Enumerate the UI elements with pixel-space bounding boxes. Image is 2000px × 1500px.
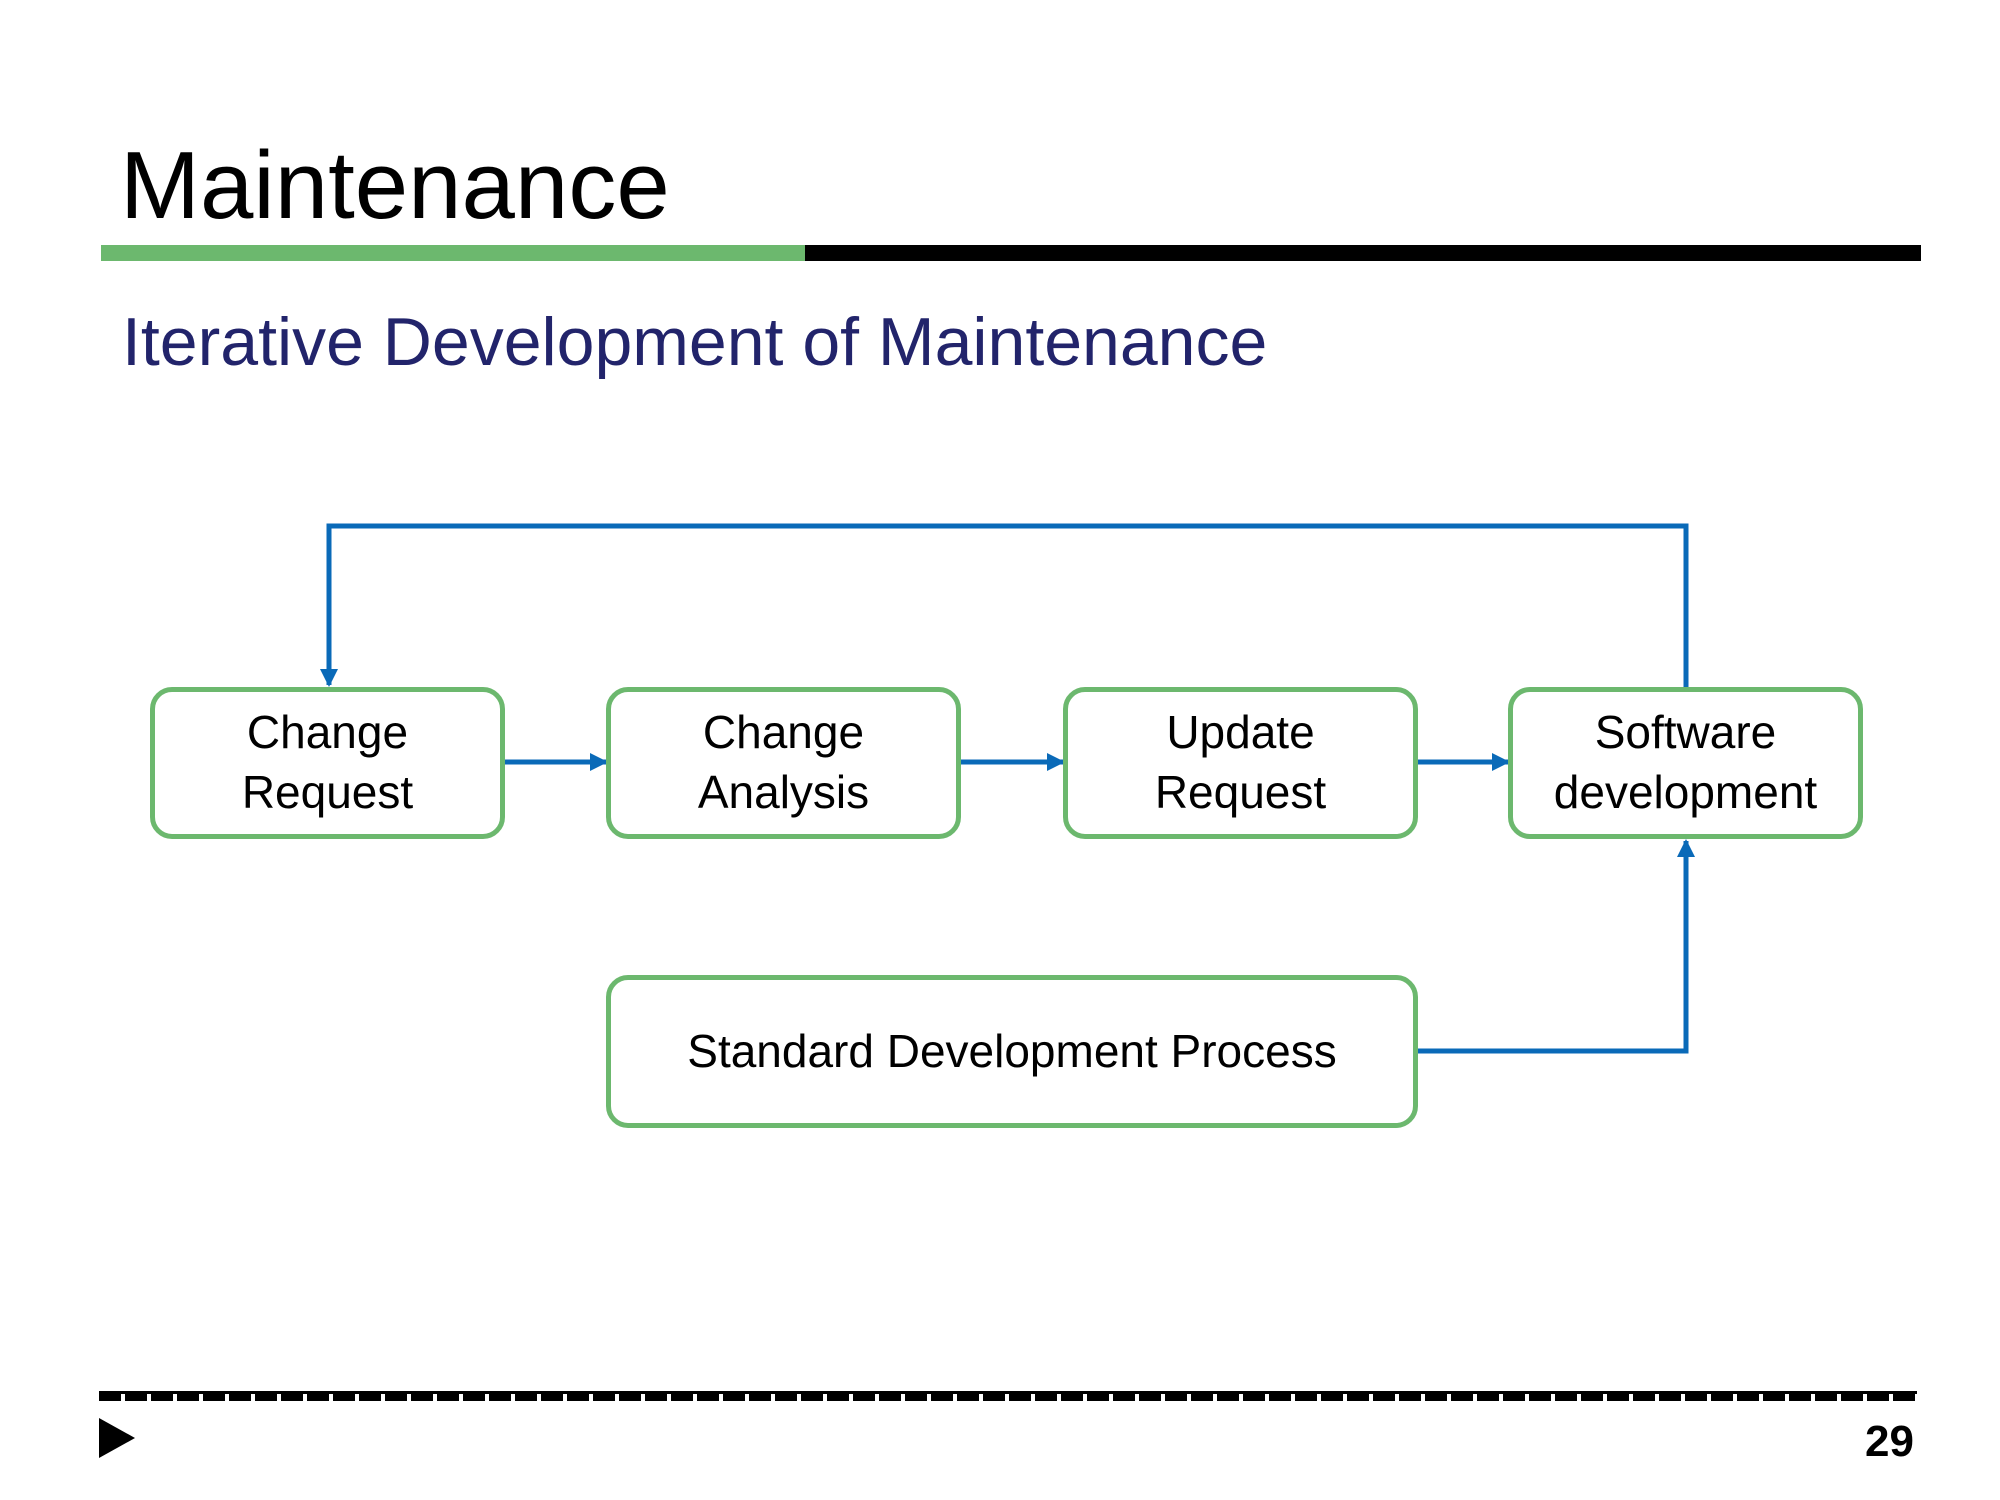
node-software-development: Software development [1508,687,1863,839]
node-label: Software development [1553,706,1818,818]
title-rule-accent [101,245,805,261]
node-update-request: Update Request [1063,687,1418,839]
slide-subtitle: Iterative Development of Maintenance [122,304,1268,380]
footer-rule [99,1391,1917,1401]
page-number: 29 [1865,1417,1914,1466]
play-triangle-icon[interactable] [99,1418,135,1458]
node-label: Standard Development Process [687,1024,1337,1077]
node-change-analysis: Change Analysis [606,687,961,839]
node-label: Change Analysis [697,706,870,818]
node-label: Update Request [1154,706,1327,818]
edge-software-development-to-change-request [320,523,1689,688]
edge-standard-process-to-software-development [1418,839,1695,1054]
node-label: Change Request [241,706,414,818]
title-rule [805,245,1921,261]
node-change-request: Change Request [150,687,505,839]
node-standard-development-process: Standard Development Process [606,975,1418,1128]
slide-title: Maintenance [120,132,670,239]
